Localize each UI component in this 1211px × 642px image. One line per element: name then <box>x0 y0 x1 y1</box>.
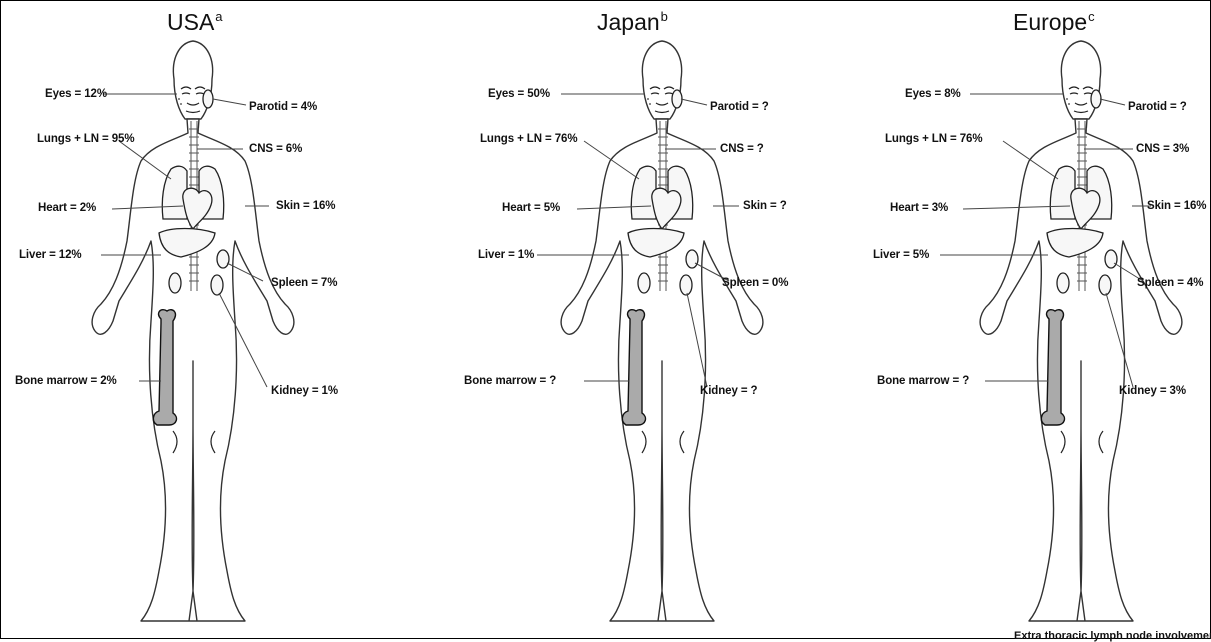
panel-japan: Japanb <box>404 1 807 640</box>
label-cns: CNS = 3% <box>1136 143 1189 156</box>
label-kidney: Kidney = 1% <box>271 385 338 398</box>
label-liver: Liver = 5% <box>873 249 929 262</box>
label-bone-marrow: Bone marrow = 2% <box>15 375 117 388</box>
label-parotid: Parotid = 4% <box>249 101 317 114</box>
label-lungs-ln: Lungs + LN = 95% <box>37 133 134 146</box>
label-bone-marrow: Bone marrow = ? <box>464 375 556 388</box>
label-heart: Heart = 5% <box>502 202 560 215</box>
human-body-figure <box>404 1 807 640</box>
label-cns: CNS = 6% <box>249 143 302 156</box>
label-eyes: Eyes = 8% <box>905 88 961 101</box>
label-spleen: Spleen = 4% <box>1137 277 1203 290</box>
label-lungs-ln: Lungs + LN = 76% <box>480 133 577 146</box>
label-spleen: Spleen = 0% <box>722 277 788 290</box>
human-body-figure <box>807 1 1210 640</box>
panel-usa: USAa <box>1 1 404 640</box>
panel-europe: Europec <box>807 1 1210 640</box>
footnote-extrathoracic-ln: Extra thoracic lymph node involvement = … <box>1014 630 1211 642</box>
label-heart: Heart = 3% <box>890 202 948 215</box>
label-liver: Liver = 1% <box>478 249 534 262</box>
label-kidney: Kidney = ? <box>700 385 757 398</box>
label-skin: Skin = 16% <box>1147 200 1206 213</box>
label-lungs-ln: Lungs + LN = 76% <box>885 133 982 146</box>
label-eyes: Eyes = 12% <box>45 88 107 101</box>
label-heart: Heart = 2% <box>38 202 96 215</box>
label-skin: Skin = ? <box>743 200 787 213</box>
label-spleen: Spleen = 7% <box>271 277 337 290</box>
label-parotid: Parotid = ? <box>710 101 769 114</box>
label-skin: Skin = 16% <box>276 200 335 213</box>
label-parotid: Parotid = ? <box>1128 101 1187 114</box>
label-bone-marrow: Bone marrow = ? <box>877 375 969 388</box>
label-liver: Liver = 12% <box>19 249 82 262</box>
label-kidney: Kidney = 3% <box>1119 385 1186 398</box>
label-eyes: Eyes = 50% <box>488 88 550 101</box>
label-cns: CNS = ? <box>720 143 764 156</box>
